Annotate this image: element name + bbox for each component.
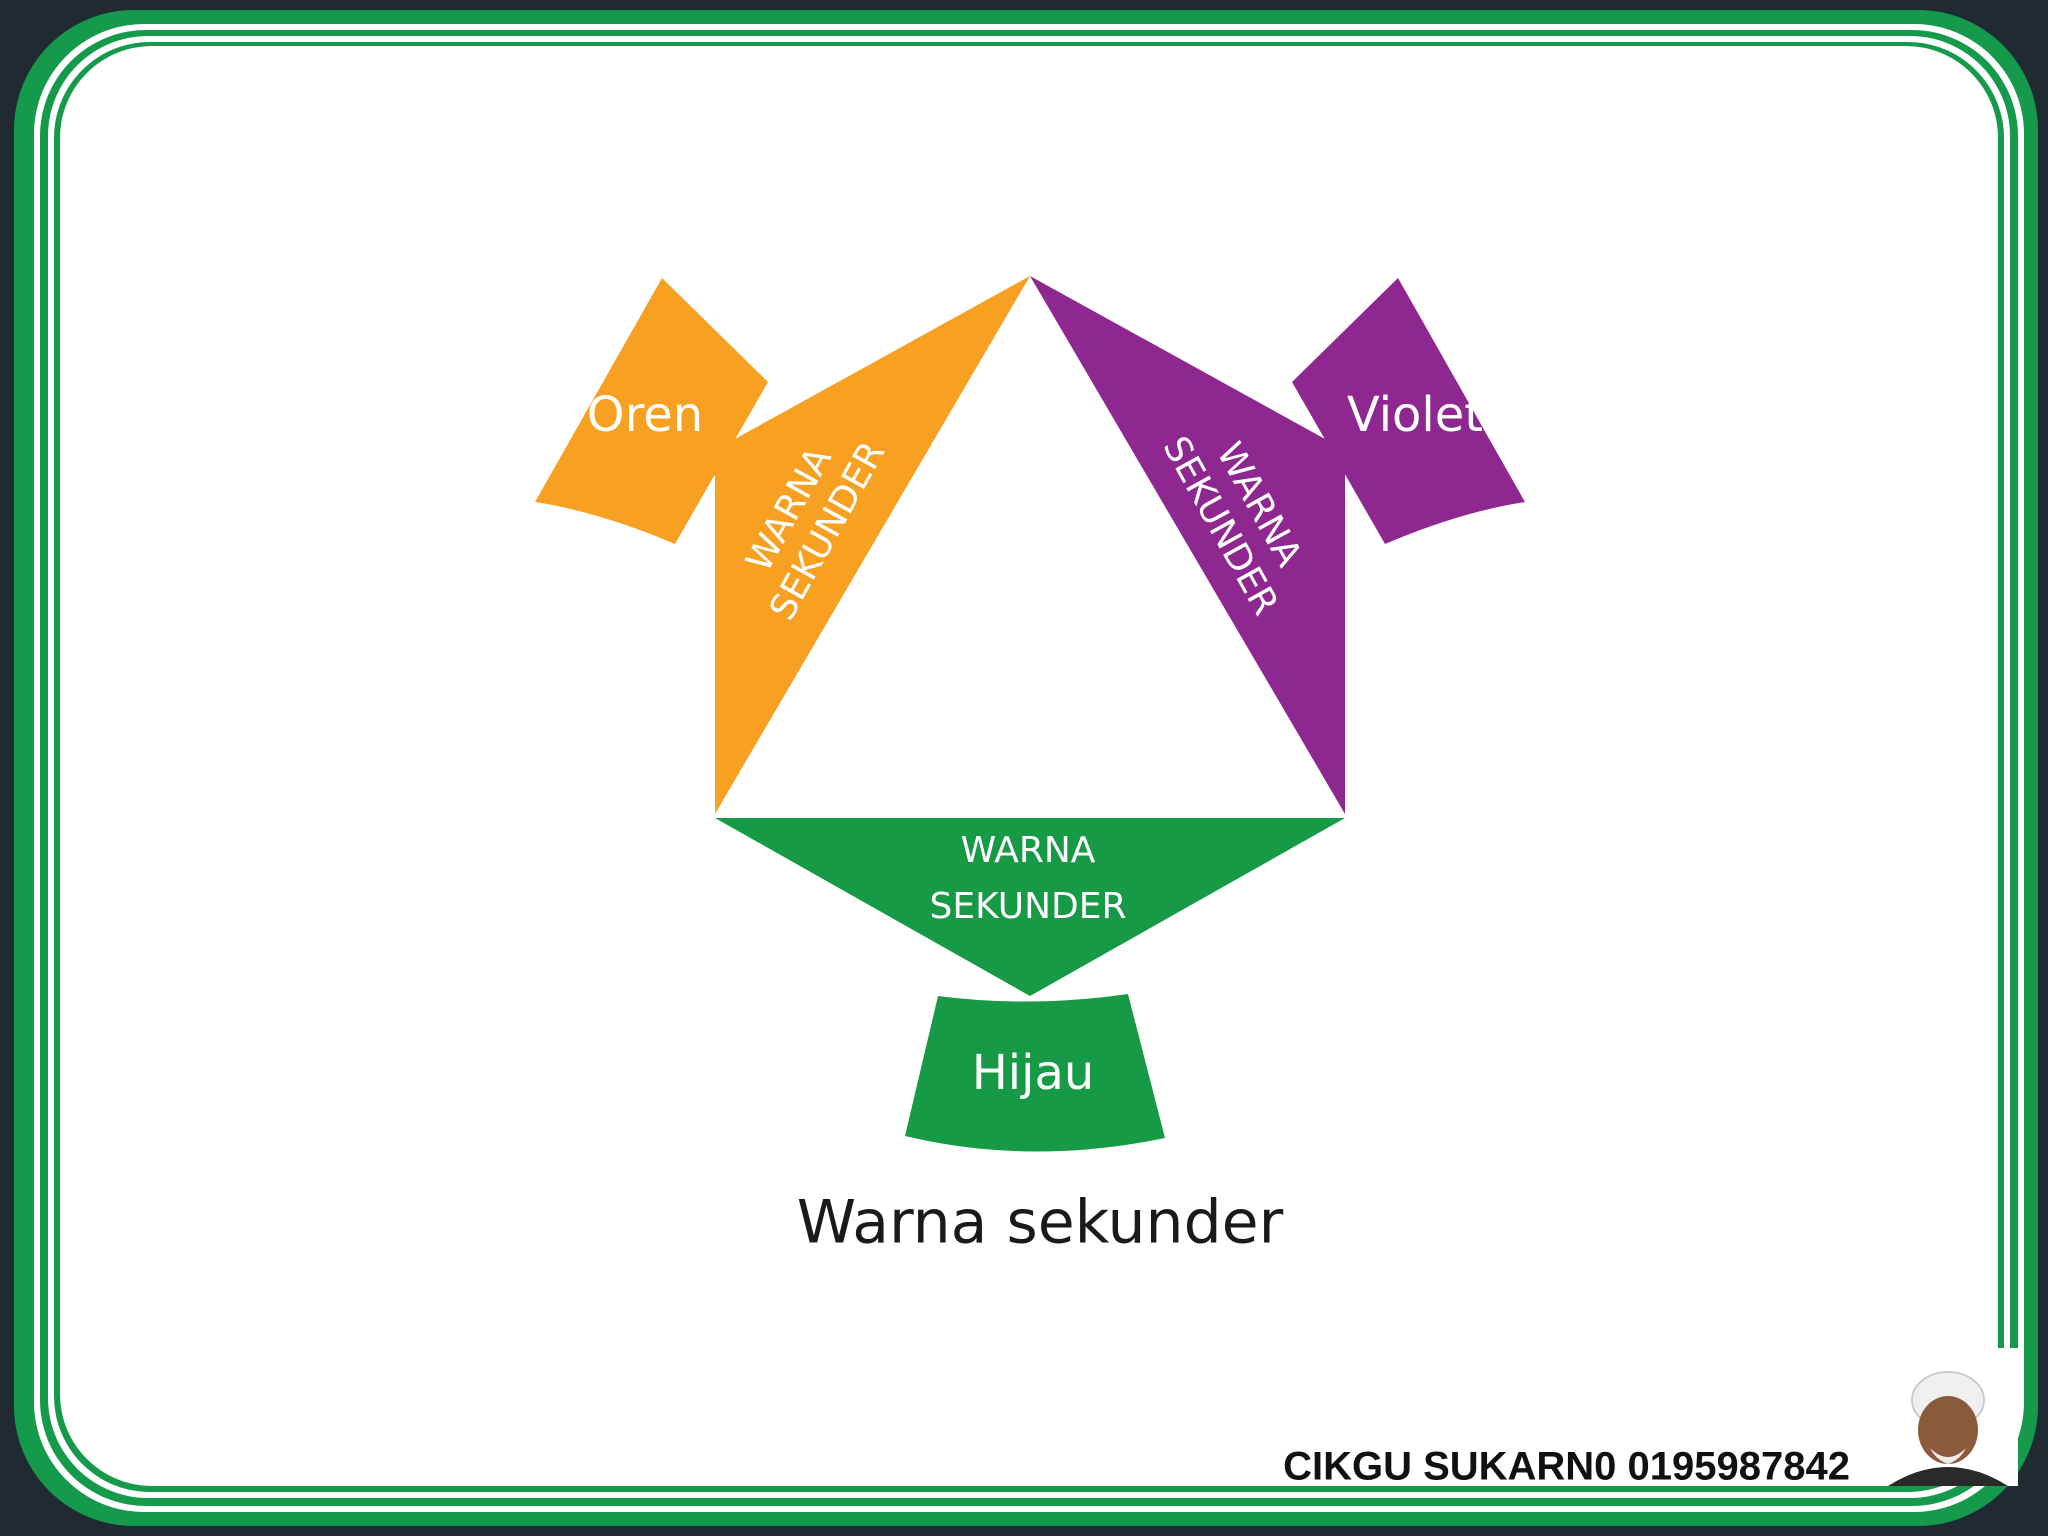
hijau-side-label-line1: WARNA bbox=[961, 830, 1096, 871]
oren-tab bbox=[535, 278, 768, 544]
hijau-label: Hijau bbox=[972, 1045, 1095, 1101]
violet-label: Violet bbox=[1347, 387, 1483, 443]
violet-tab bbox=[1292, 278, 1525, 544]
presenter-portrait-icon bbox=[1868, 1348, 2018, 1486]
hijau-tab bbox=[905, 994, 1165, 1152]
oren-triangle bbox=[715, 276, 1030, 814]
footer-credit: CIKGU SUKARN0 0195987842 bbox=[1283, 1445, 1850, 1489]
diagram-caption: Warna sekunder bbox=[797, 1188, 1284, 1258]
secondary-color-diagram: Oren Violet Hijau WARNA SEKUNDER WARNA S… bbox=[535, 276, 1525, 1258]
violet-triangle bbox=[1030, 276, 1345, 814]
oren-label: Oren bbox=[587, 387, 703, 443]
hijau-side-label-line2: SEKUNDER bbox=[930, 886, 1127, 927]
hijau-triangle bbox=[715, 818, 1345, 996]
slide-content-area bbox=[60, 46, 1998, 1486]
presenter-photo bbox=[1868, 1348, 2018, 1486]
